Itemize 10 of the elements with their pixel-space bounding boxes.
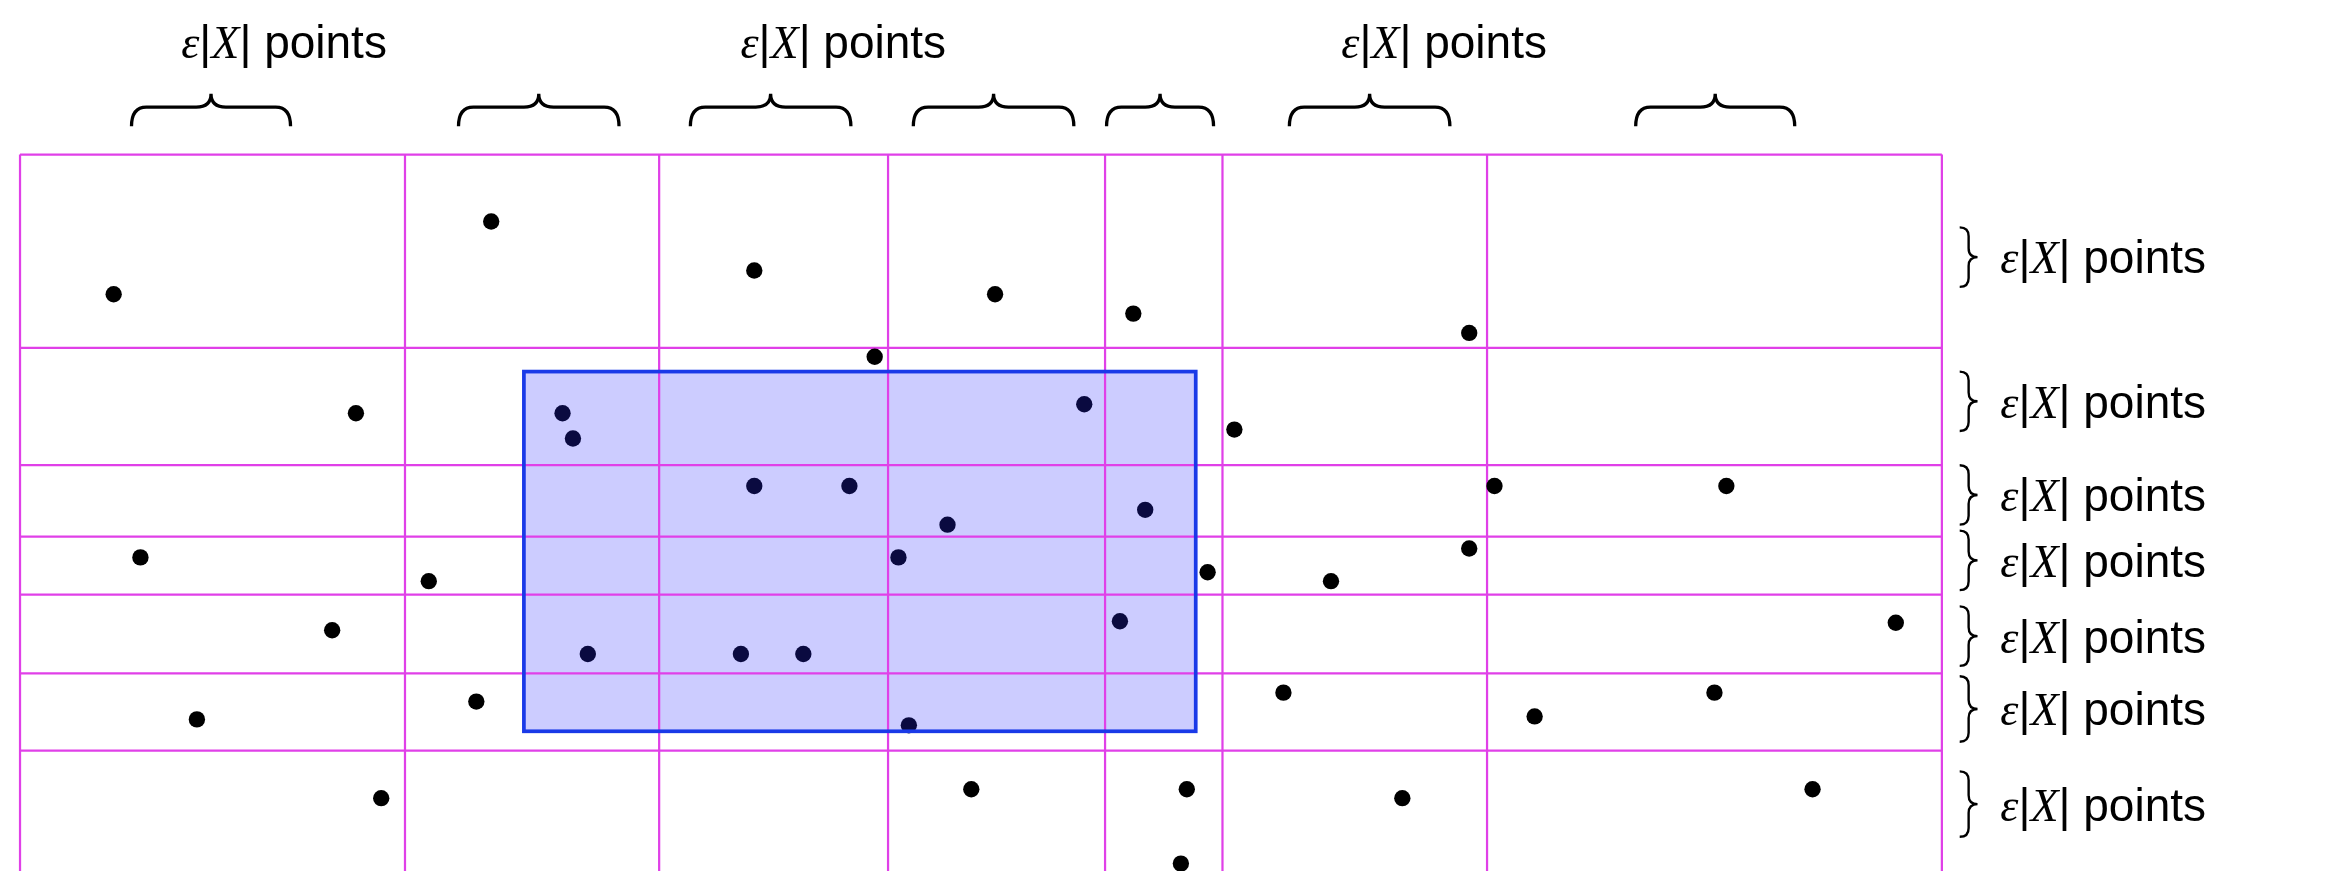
point-count-label: ε|X| points	[2000, 685, 2207, 733]
point-count-label: ε|X| points	[2000, 378, 2207, 426]
point-count-label: ε|X| points	[2000, 781, 2207, 829]
point-count-label: ε|X| points	[2000, 613, 2207, 661]
point-count-label: ε|X| points	[2000, 471, 2207, 519]
point-count-label: ε|X| points	[181, 18, 387, 66]
point-count-label: ε|X| points	[740, 18, 947, 66]
point-count-label: ε|X| points	[1341, 18, 1547, 66]
point-count-label: ε|X| points	[2000, 233, 2207, 281]
point-count-label: ε|X| points	[2000, 537, 2207, 585]
